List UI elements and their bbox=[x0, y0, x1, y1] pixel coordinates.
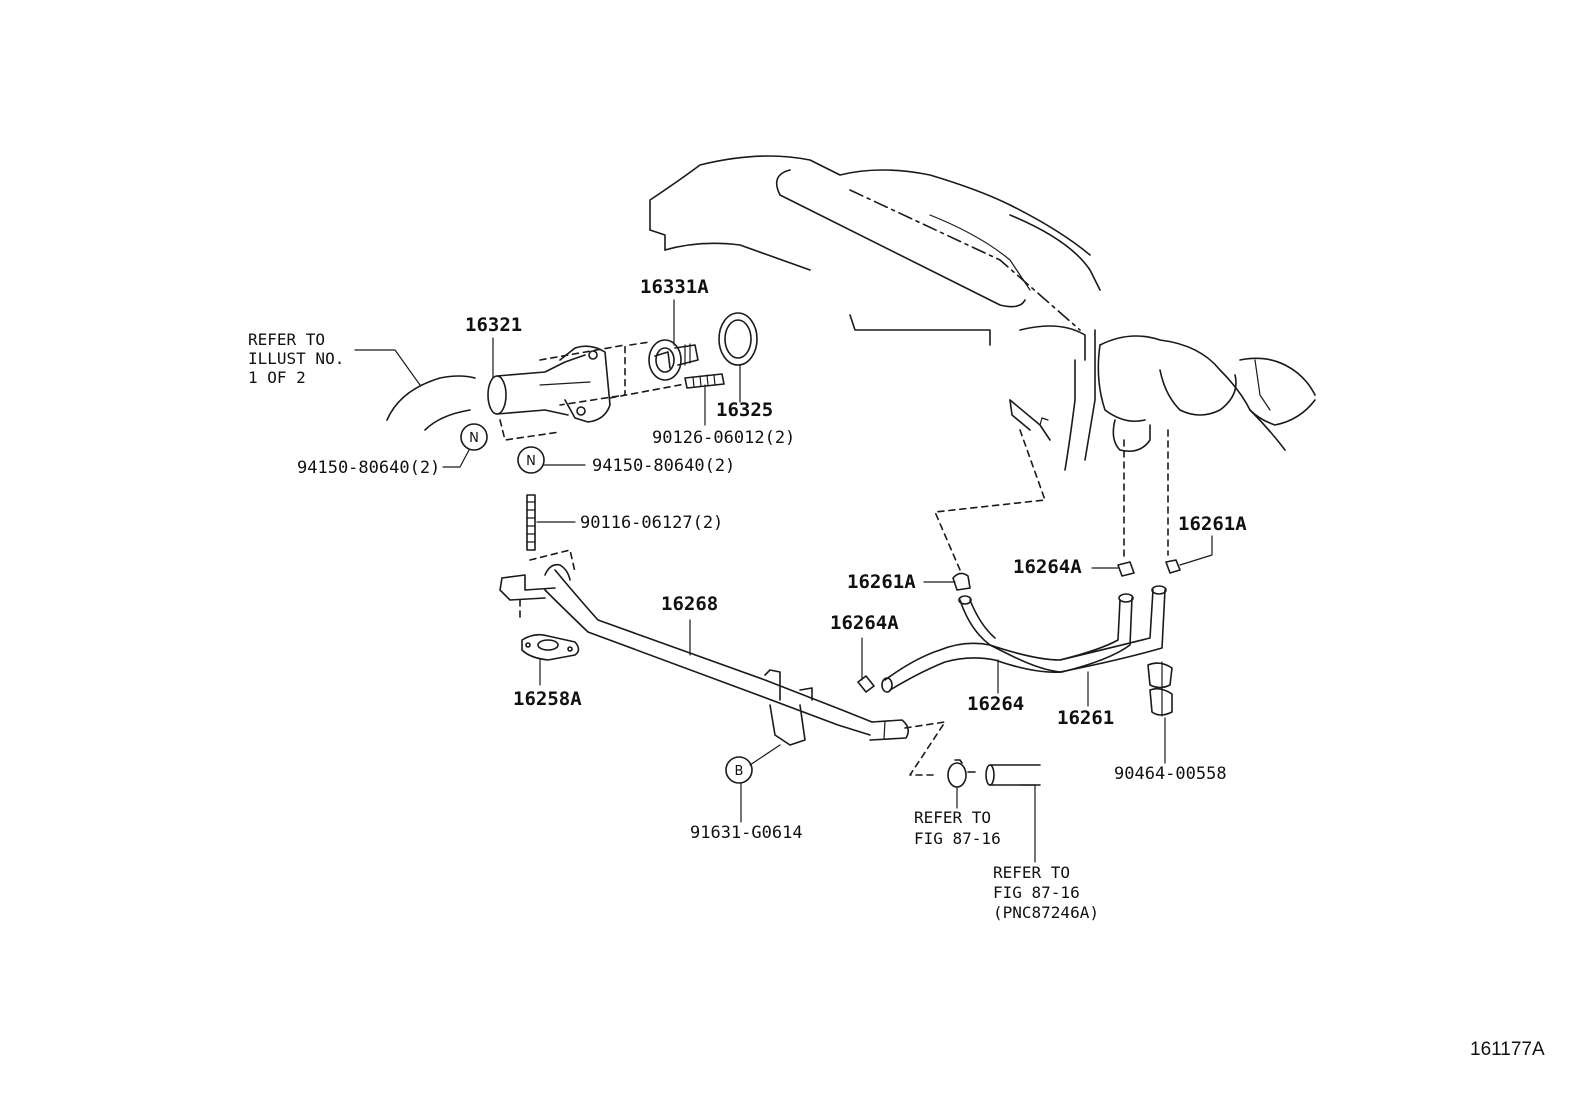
part-label-16268[interactable]: 16268 bbox=[661, 593, 718, 615]
water-inlet-group bbox=[386, 344, 626, 441]
svg-text:REFER TO: REFER TO bbox=[914, 808, 991, 827]
part-label-90464-00558[interactable]: 90464-00558 bbox=[1114, 764, 1227, 784]
hose-clamp-fig87 bbox=[947, 759, 1041, 788]
part-label-16331A[interactable]: 16331A bbox=[640, 276, 709, 298]
nut-marker-1: N bbox=[460, 423, 488, 451]
svg-text:FIG 87-16: FIG 87-16 bbox=[914, 829, 1001, 848]
hose-clamp-16264A-mid bbox=[1117, 561, 1135, 577]
part-label-16261A-mid[interactable]: 16261A bbox=[847, 571, 916, 593]
leader-lines bbox=[354, 299, 1213, 863]
part-label-16321[interactable]: 16321 bbox=[465, 314, 522, 336]
engine-block-outline bbox=[649, 155, 1101, 471]
hose-clamp-16261A-mid bbox=[952, 572, 971, 591]
svg-text:REFER TO: REFER TO bbox=[993, 863, 1070, 882]
nut-marker-2: N bbox=[517, 446, 545, 474]
thermostat-gasket bbox=[718, 312, 758, 366]
svg-text:(PNC87246A): (PNC87246A) bbox=[993, 903, 1099, 922]
water-bypass-pipe-16268 bbox=[499, 549, 946, 776]
part-label-91631-G0614[interactable]: 91631-G0614 bbox=[690, 823, 803, 843]
refer-fig-note-2[interactable]: REFER TO FIG 87-16 (PNC87246A) bbox=[993, 863, 1099, 922]
water-inlet-pipe-end bbox=[487, 375, 507, 415]
stud-bolt-90116 bbox=[526, 494, 536, 551]
part-label-16261[interactable]: 16261 bbox=[1057, 707, 1114, 729]
gasket-16258A bbox=[521, 633, 580, 661]
hose-clamp-16261A-right bbox=[1165, 559, 1181, 574]
refer-fig-note-1[interactable]: REFER TO FIG 87-16 bbox=[914, 808, 1001, 848]
bolt-marker-b: B bbox=[725, 756, 753, 784]
diagram-code: 161177A bbox=[1470, 1039, 1545, 1060]
part-label-16325[interactable]: 16325 bbox=[716, 399, 773, 421]
refer-illust-note[interactable]: REFER TO ILLUST NO. 1 OF 2 bbox=[248, 330, 344, 387]
part-label-16264A-low[interactable]: 16264A bbox=[830, 612, 899, 634]
part-label-90116-06127[interactable]: 90116-06127(2) bbox=[580, 513, 723, 533]
thermostat bbox=[629, 339, 699, 381]
stud-bolt-90126 bbox=[609, 373, 725, 399]
svg-text:ILLUST NO.: ILLUST NO. bbox=[248, 349, 344, 368]
svg-text:N: N bbox=[526, 454, 536, 469]
svg-text:FIG 87-16: FIG 87-16 bbox=[993, 883, 1080, 902]
svg-text:B: B bbox=[735, 764, 744, 779]
hose-clamp-16264A-low bbox=[857, 675, 875, 693]
part-label-16264[interactable]: 16264 bbox=[967, 693, 1024, 715]
water-hoses bbox=[857, 429, 1181, 693]
part-label-16261A-right[interactable]: 16261A bbox=[1178, 513, 1247, 535]
part-label-90126-06012[interactable]: 90126-06012(2) bbox=[652, 428, 795, 448]
part-label-16258A[interactable]: 16258A bbox=[513, 688, 582, 710]
part-label-16264A-mid[interactable]: 16264A bbox=[1013, 556, 1082, 578]
throttle-body-outline bbox=[1097, 335, 1316, 453]
svg-text:REFER TO: REFER TO bbox=[248, 330, 325, 349]
svg-text:1 OF 2: 1 OF 2 bbox=[248, 368, 306, 387]
part-label-94150-80640-a[interactable]: 94150-80640(2) bbox=[297, 458, 440, 478]
part-label-94150-80640-b[interactable]: 94150-80640(2) bbox=[592, 456, 735, 476]
hose-clip-90464 bbox=[1147, 661, 1173, 717]
radiator-hose-stub bbox=[386, 375, 476, 421]
svg-text:N: N bbox=[469, 431, 479, 446]
